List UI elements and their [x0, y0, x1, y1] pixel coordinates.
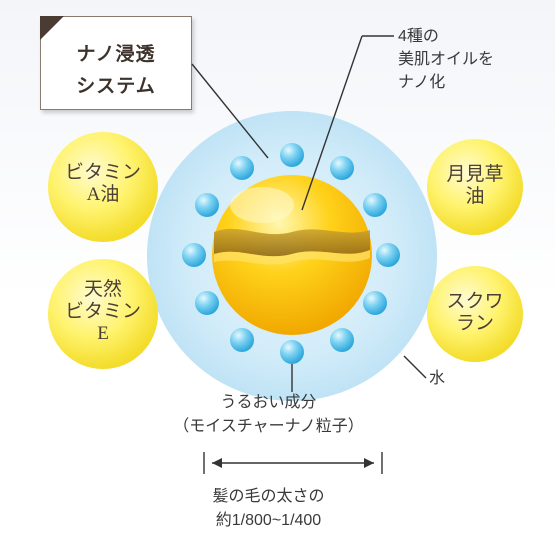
squalane-line-2: ラン: [455, 313, 494, 334]
scale-label-line-1: 髪の毛の太さの: [212, 488, 325, 505]
title-line-2: システム: [76, 76, 156, 97]
title-leader-line: [191, 63, 269, 159]
vitamin-e-line-3: E: [97, 323, 109, 344]
vitamin-label-left-bottom: 天然 ビタミン E: [48, 279, 158, 345]
moisture-label-line-1: うるおい成分: [220, 394, 317, 411]
squalane-line-1: スクワ: [446, 291, 504, 312]
title-card: ナノ浸透 システム: [40, 16, 192, 110]
oil-callout-line-3: ナノ化: [398, 74, 446, 91]
vitamin-label-right-bottom: スクワ ラン: [427, 291, 523, 335]
moisture-label-line-2: （モイスチャーナノ粒子）: [173, 418, 364, 435]
evening-primrose-line-1: 月見草: [446, 164, 504, 185]
oil-callout-line: [301, 35, 363, 211]
title-line-1: ナノ浸透: [76, 44, 156, 65]
vitamin-e-line-1: 天然: [83, 279, 122, 300]
oil-callout-line-1: 4種の: [398, 28, 439, 45]
vitamin-ball-left-top: [48, 132, 158, 242]
vitamin-a-line-2: A油: [86, 184, 120, 205]
vitamin-ball-right-bottom: [427, 266, 523, 362]
scale-label-line-2: 約1/800~1/400: [215, 512, 322, 529]
evening-primrose-line-2: 油: [465, 186, 485, 207]
title-card-corner: [40, 16, 64, 40]
vitamin-a-line-1: ビタミン: [64, 162, 141, 183]
moisture-droplets: [182, 143, 400, 364]
water-leader-line: [403, 355, 427, 379]
vitamin-ball-right-top: [427, 139, 523, 235]
oil-callout-line-2: 美肌オイルを: [398, 51, 495, 68]
vitamin-label-right-top: 月見草 油: [427, 164, 523, 208]
oil-core: [212, 175, 372, 335]
water-label: 水: [429, 370, 446, 387]
scale-arrow: [203, 452, 383, 474]
vitamin-e-line-2: ビタミン: [64, 301, 141, 322]
vitamin-ball-left-bottom: [48, 259, 158, 369]
vitamin-label-left-top: ビタミン A油: [48, 162, 158, 206]
